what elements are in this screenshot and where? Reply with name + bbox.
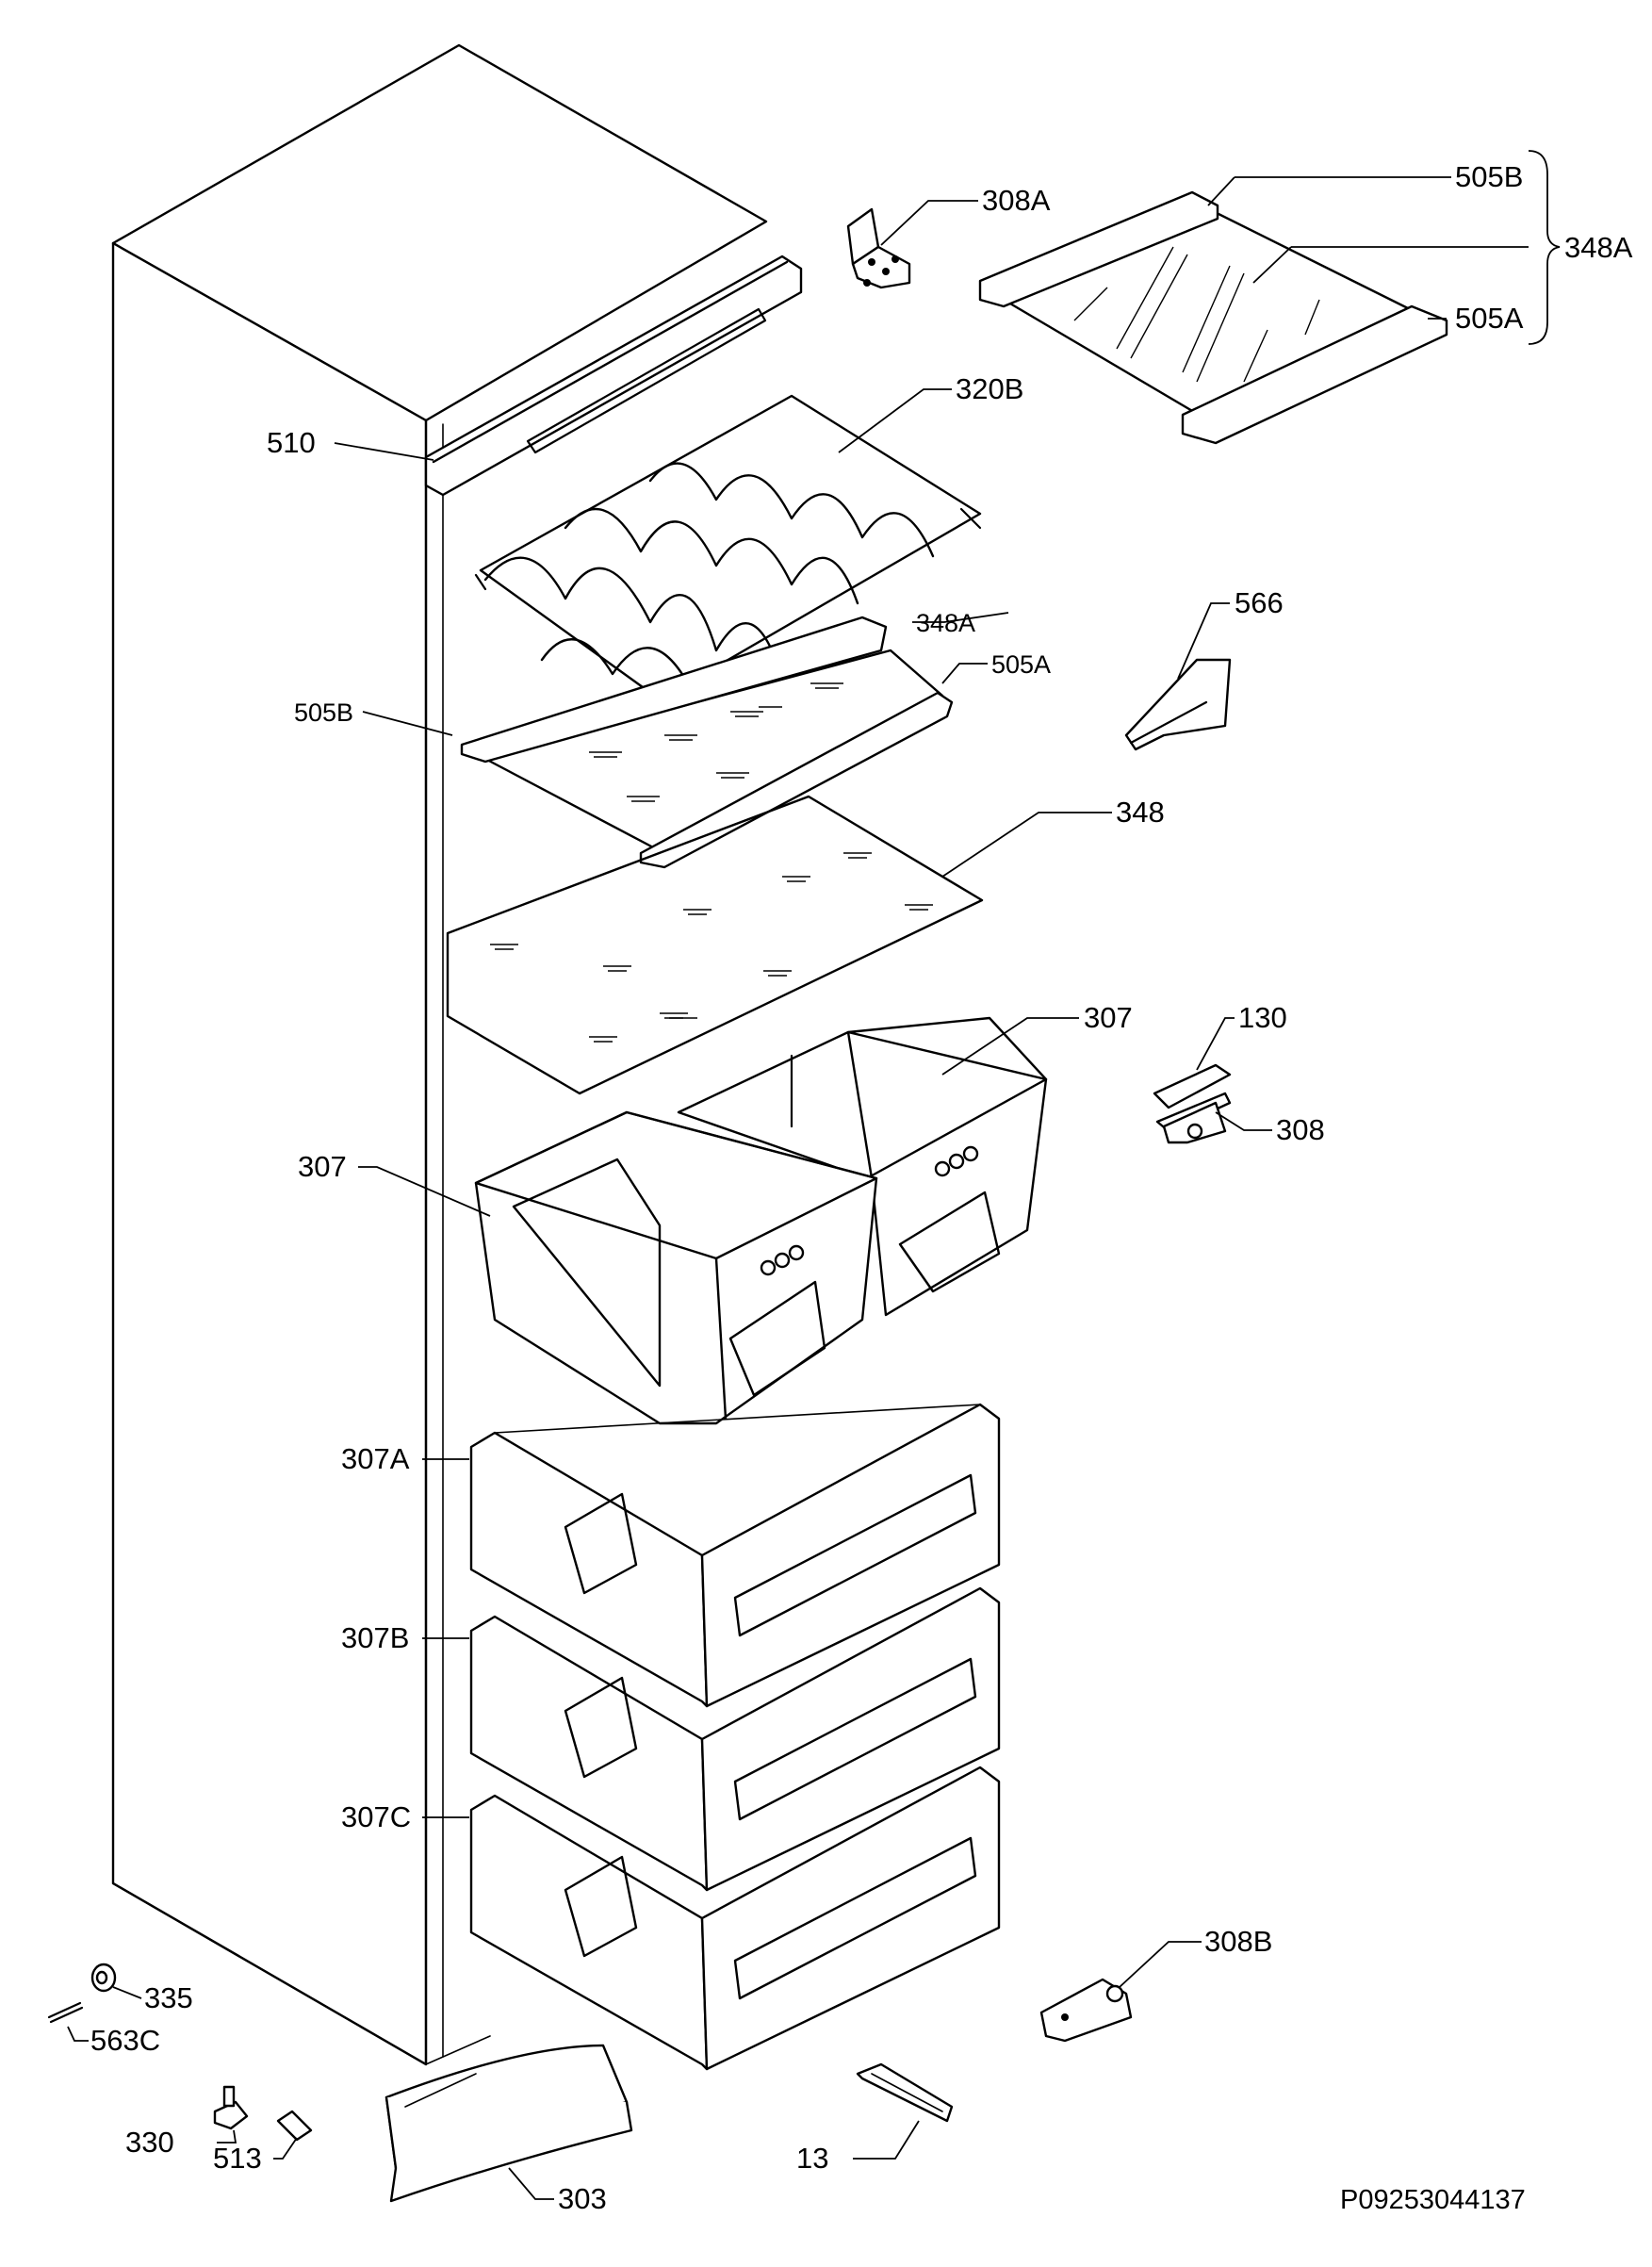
label-307B: 307B [341, 1621, 409, 1654]
part-348A-shelf-top [978, 190, 1448, 445]
part-303-kickplate [384, 2044, 633, 2203]
label-308B: 308B [1204, 1925, 1272, 1958]
part-307-crisper-right [677, 1016, 1048, 1317]
label-303: 303 [558, 2182, 607, 2215]
part-513-bracket [276, 2110, 313, 2142]
callout-labels: 308A 505B 348A 505A 320B 510 348A 505A 5… [90, 160, 1633, 2215]
label-348A-brace: 348A [1564, 231, 1633, 264]
part-307C-drawer [469, 1766, 1001, 2071]
label-505A-top: 505A [1455, 302, 1524, 335]
label-505A-mid: 505A [991, 650, 1051, 679]
part-13-rail [856, 2062, 954, 2123]
label-307A: 307A [341, 1442, 410, 1475]
label-566: 566 [1235, 586, 1284, 619]
part-510-control-panel [424, 255, 803, 497]
cabinet-body [111, 43, 768, 2066]
label-513: 513 [213, 2142, 262, 2175]
part-307B-drawer [469, 1586, 1001, 1892]
drawing-code: P09253044137 [1340, 2185, 1526, 2215]
label-307C: 307C [341, 1800, 411, 1833]
label-13: 13 [796, 2142, 828, 2175]
label-510: 510 [267, 426, 316, 459]
part-320B-wine-rack [474, 394, 982, 701]
label-130: 130 [1238, 1001, 1287, 1034]
label-308: 308 [1276, 1113, 1325, 1146]
label-505B-top: 505B [1455, 160, 1523, 193]
part-335-cap [90, 1963, 117, 1993]
leader-lines [67, 150, 1561, 2200]
label-330: 330 [125, 2126, 174, 2159]
label-505B-mid: 505B [294, 698, 353, 727]
part-307A-drawer [469, 1403, 1001, 1708]
part-348A-shelf-middle [460, 616, 954, 869]
part-566-clip [1124, 658, 1232, 751]
label-307-left: 307 [298, 1150, 347, 1183]
part-308A-hinge [846, 207, 911, 289]
part-308-hinge [1162, 1101, 1227, 1144]
label-563C: 563C [90, 2024, 160, 2057]
label-348: 348 [1116, 796, 1165, 829]
label-348A-mid: 348A [916, 609, 975, 637]
part-307-crisper-left [474, 1110, 878, 1425]
part-330-foot [213, 2085, 249, 2130]
label-307-right: 307 [1084, 1001, 1133, 1034]
part-308B-hinge [1039, 1978, 1133, 2043]
part-563C-pin [47, 2001, 84, 2024]
label-308A-top: 308A [982, 184, 1051, 217]
part-348-glass-shelf [446, 795, 984, 1095]
label-320B: 320B [956, 372, 1023, 405]
label-335: 335 [144, 1981, 193, 2014]
